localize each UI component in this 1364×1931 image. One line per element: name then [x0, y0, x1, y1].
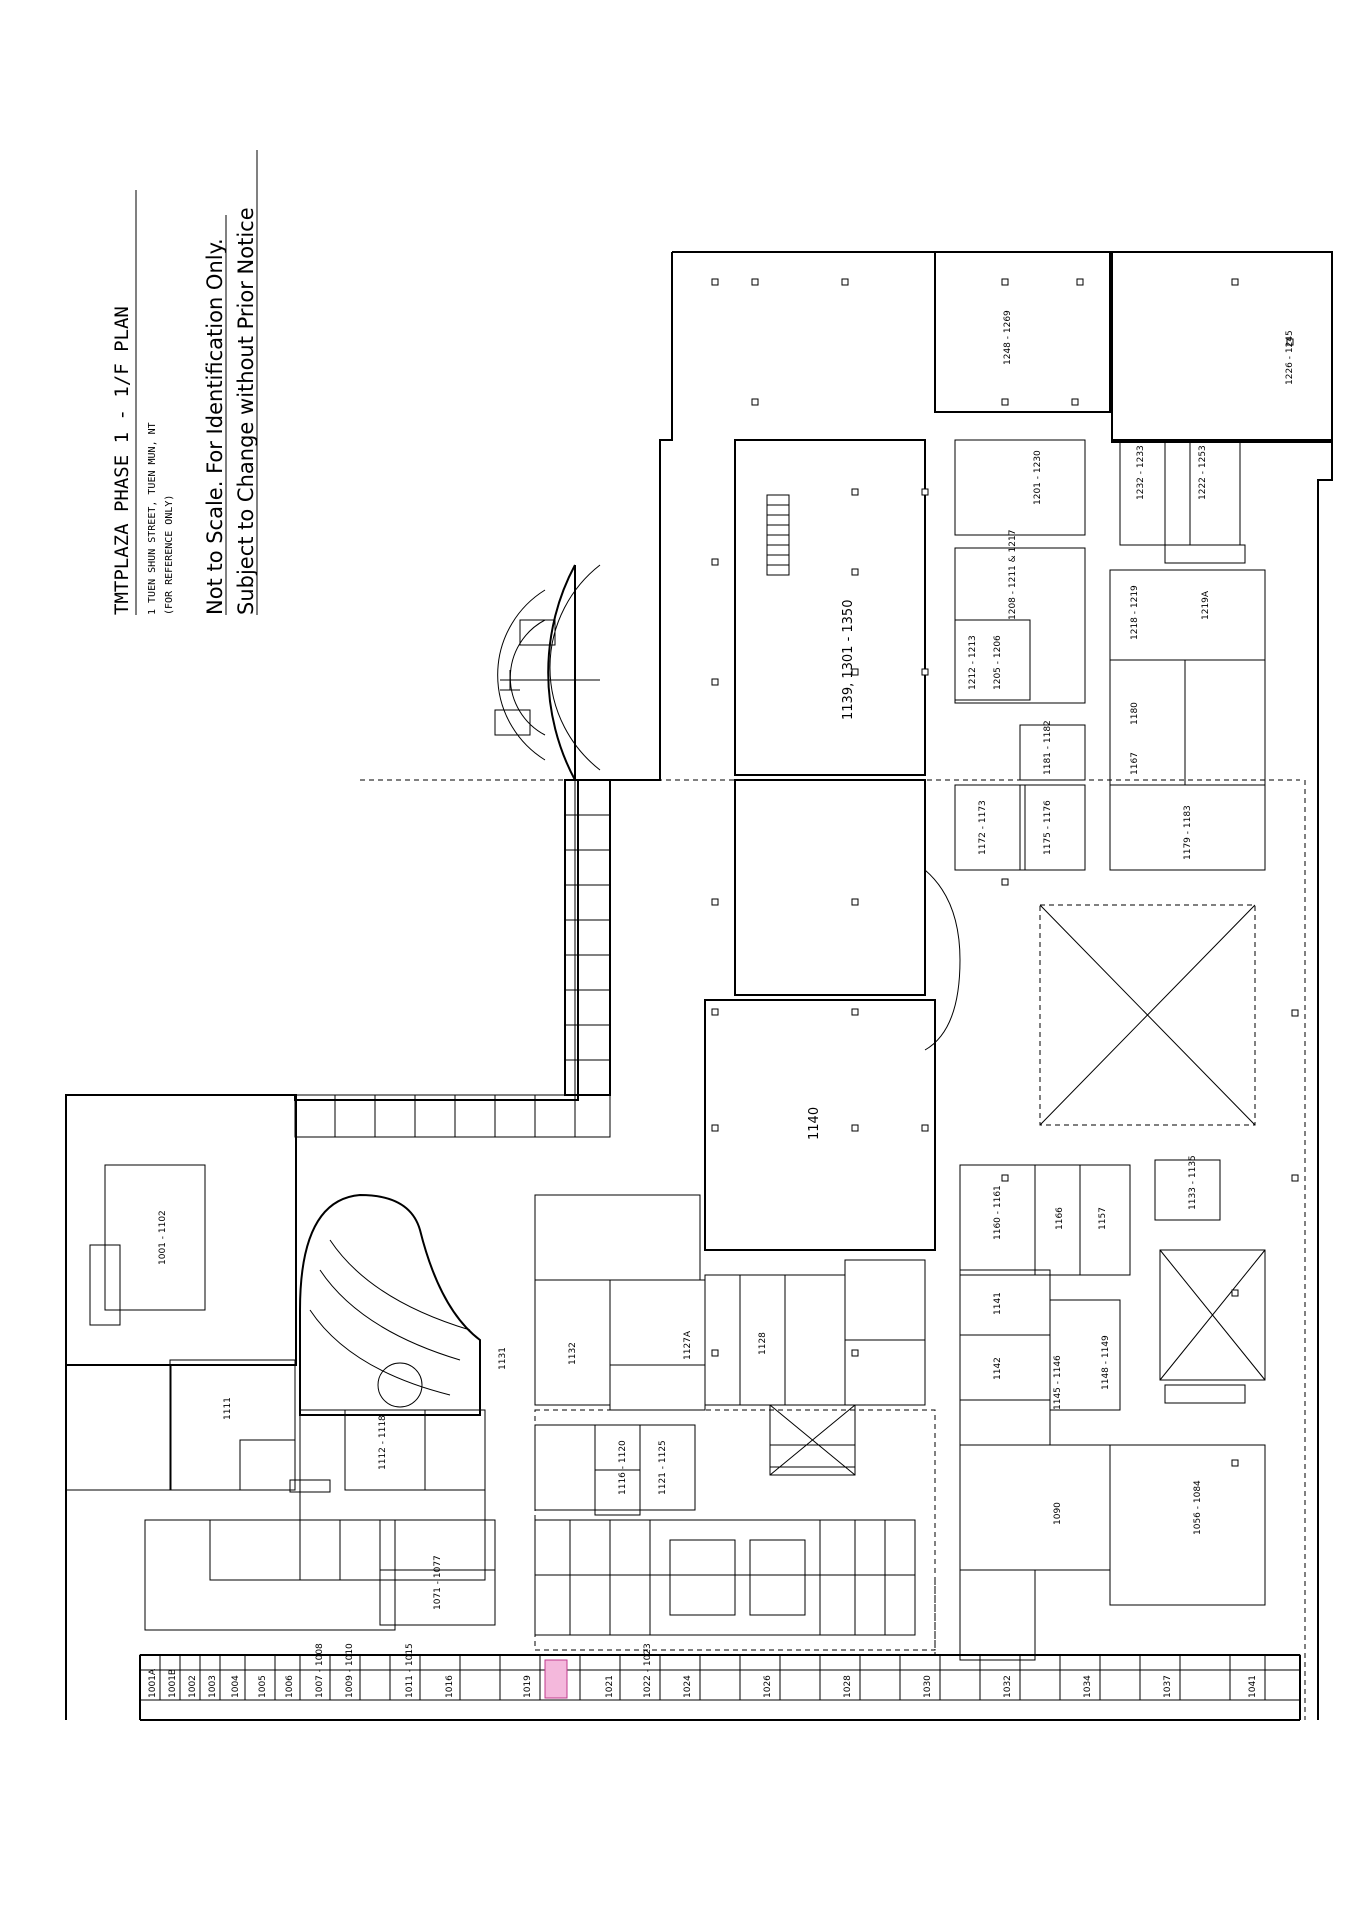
shop-label: 1005 [258, 1675, 268, 1698]
shop-label: 1034 [1083, 1675, 1093, 1698]
shop-label: 1009 - 1010 [345, 1643, 355, 1698]
disclaimer-line-1: Not to Scale. For Identification Only. [203, 238, 227, 615]
unit-label-1232: 1232 - 1233 [1136, 445, 1146, 500]
title-block: TMTPLAZA PHASE 1 - 1/F PLAN 1 TUEN SHUN … [111, 150, 258, 615]
unit-label-1205: 1205 - 1206 [993, 635, 1003, 690]
shop-label: 1028 [843, 1675, 853, 1698]
unit-label-1226: 1226 - 1245 [1285, 330, 1295, 385]
unit-label-1056: 1056 - 1084 [1193, 1480, 1203, 1535]
unit-label-1090: 1090 [1053, 1502, 1063, 1525]
shopfront-labels: 1001A 1001B 1002 1003 1004 1005 1006 100… [148, 1643, 1258, 1698]
right-middle-blocks [959, 1159, 1266, 1661]
atrium-voids [769, 904, 1266, 1476]
unit-label-1179: 1179 - 1183 [1183, 805, 1193, 860]
unit-label-1001: 1001 - 1102 [158, 1210, 168, 1265]
central-units [534, 1194, 936, 1651]
unit-label-1222: 1222 - 1253 [1198, 445, 1208, 500]
unit-label-1180: 1180 [1130, 702, 1140, 725]
shop-label: 1019 [523, 1675, 533, 1698]
curved-atrium [299, 1193, 481, 1416]
unit-label-1167: 1167 [1130, 752, 1140, 775]
unit-label-1112: 1112 - 1118 [378, 1415, 388, 1470]
unit-label-1148: 1148 - 1149 [1101, 1335, 1111, 1390]
unit-label-1116: 1116 - 1120 [618, 1440, 628, 1495]
shop-label: 1007 - 1008 [315, 1643, 325, 1698]
shop-label: 1001A [148, 1668, 158, 1698]
escalators [89, 494, 1246, 1493]
grid-lines [360, 779, 1306, 1720]
unit-label-1201: 1201 - 1230 [1033, 450, 1043, 505]
shop-label: 1003 [208, 1675, 218, 1698]
unit-label-1139: 1139, 1301 - 1350 [841, 600, 856, 720]
plan-address: 1 TUEN SHUN STREET, TUEN MUN, NT [147, 422, 158, 615]
unit-label-1157: 1157 [1098, 1207, 1108, 1230]
left-wing [65, 1094, 496, 1631]
unit-label-1111: 1111 [223, 1397, 233, 1420]
shop-label: 1024 [683, 1675, 693, 1698]
shop-label: 1030 [923, 1675, 933, 1698]
unit-label-1128: 1128 [758, 1332, 768, 1355]
shop-label: 1006 [285, 1675, 295, 1698]
shop-label: 1011 - 1015 [405, 1643, 415, 1698]
shop-label: 1026 [763, 1675, 773, 1698]
unit-label-1166: 1166 [1055, 1207, 1065, 1230]
shop-label: 1001B [168, 1669, 178, 1698]
unit-label-1133: 1133 - 1135 [1188, 1155, 1198, 1210]
unit-label-1219A: 1219A [1201, 590, 1211, 620]
unit-label-1212: 1212 - 1213 [968, 635, 978, 690]
shopfront-strip [139, 1654, 1301, 1701]
bridge-corridor [294, 779, 611, 1138]
unit-label-1175: 1175 - 1176 [1043, 800, 1053, 855]
unit-label-1132: 1132 [568, 1342, 578, 1365]
unit-label-1145: 1145 - 1146 [1053, 1355, 1063, 1410]
shop-label: 1037 [1163, 1675, 1173, 1698]
shop-label: 1022 - 1023 [643, 1643, 653, 1698]
highlighted-shop-unit [544, 1659, 568, 1699]
unit-label-1208: 1208 - 1211 & 1217 [1008, 530, 1018, 620]
unit-label-1218: 1218 - 1219 [1130, 585, 1140, 640]
shop-label: 1016 [445, 1675, 455, 1698]
shop-label: 1002 [188, 1675, 198, 1698]
unit-label-1131: 1131 [498, 1347, 508, 1370]
unit-label-1181: 1181 - 1182 [1043, 720, 1053, 775]
unit-label-1160: 1160 - 1161 [993, 1185, 1003, 1240]
spiral-ramp [494, 564, 601, 781]
disclaimer-line-2: Subject to Change without Prior Notice [234, 207, 258, 615]
shop-label: 1041 [1248, 1675, 1258, 1698]
top-right-blocks [934, 251, 1333, 871]
plan-reference: (FOR REFERENCE ONLY) [164, 495, 175, 615]
unit-label-1248: 1248 - 1269 [1003, 310, 1013, 365]
unit-labels: 1139, 1301 - 1350 1140 1248 - 1269 1226 … [158, 310, 1295, 1610]
shop-label: 1021 [605, 1675, 615, 1698]
lower-middle-units [534, 1519, 916, 1636]
plan-title: TMTPLAZA PHASE 1 - 1/F PLAN [111, 306, 133, 615]
unit-label-1172: 1172 - 1173 [978, 800, 988, 855]
shop-label: 1032 [1003, 1675, 1013, 1698]
unit-label-1121: 1121 - 1125 [658, 1440, 668, 1495]
unit-label-1140: 1140 [807, 1107, 822, 1140]
unit-label-1142: 1142 [993, 1357, 1003, 1380]
unit-label-1071: 1071 - 1077 [433, 1555, 443, 1610]
unit-label-1127A: 1127A [683, 1330, 693, 1360]
structural-columns [711, 278, 1299, 1467]
unit-label-1141: 1141 [993, 1292, 1003, 1315]
shop-label: 1004 [231, 1675, 241, 1698]
